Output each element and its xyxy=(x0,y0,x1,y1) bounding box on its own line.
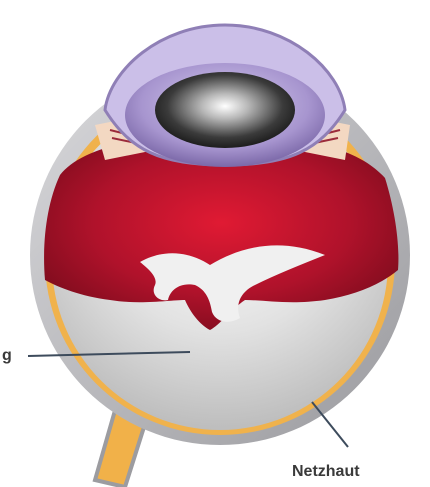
label-retina: Netzhaut xyxy=(292,463,360,480)
label-left: g xyxy=(2,347,12,364)
pupil xyxy=(155,72,295,148)
